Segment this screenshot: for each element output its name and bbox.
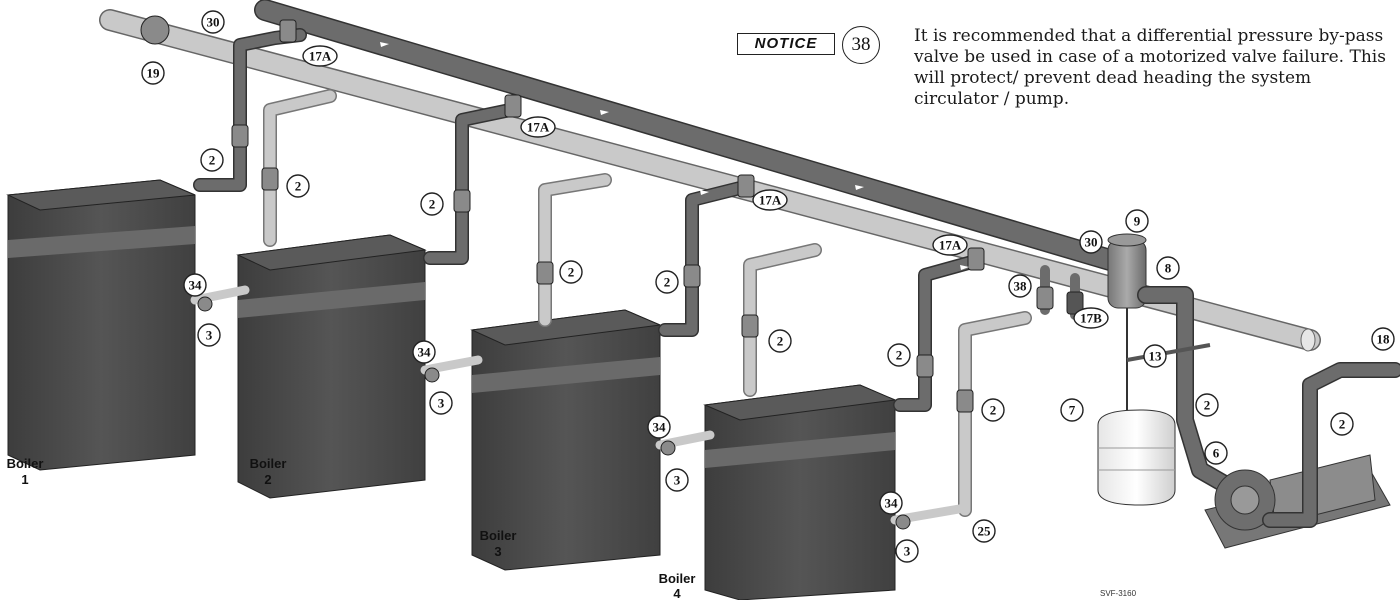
callout: 34 bbox=[879, 491, 903, 515]
svg-text:34: 34 bbox=[418, 345, 432, 360]
callout: 2 bbox=[768, 329, 792, 353]
svg-text:2: 2 bbox=[1204, 398, 1211, 413]
svg-text:17A: 17A bbox=[759, 193, 782, 208]
svg-text:13: 13 bbox=[1149, 349, 1163, 364]
valve-icon bbox=[140, 15, 985, 530]
callout: 19 bbox=[141, 61, 165, 85]
svg-text:2: 2 bbox=[295, 179, 302, 194]
svg-text:17A: 17A bbox=[309, 49, 332, 64]
callout: 7 bbox=[1060, 398, 1084, 422]
callout: 2 bbox=[887, 343, 911, 367]
callout: 30 bbox=[201, 10, 225, 34]
system-supply bbox=[1137, 286, 1244, 499]
notice-number: 38 bbox=[842, 26, 880, 64]
notice-label: NOTICE bbox=[737, 33, 835, 55]
svg-text:30: 30 bbox=[1085, 235, 1098, 250]
svg-text:2: 2 bbox=[896, 348, 903, 363]
svg-text:8: 8 bbox=[1165, 261, 1172, 276]
callout: 17A bbox=[932, 234, 968, 256]
flow-arrow-icon bbox=[380, 42, 969, 270]
svg-text:30: 30 bbox=[207, 15, 220, 30]
callout: 25 bbox=[972, 519, 996, 543]
callout: 2 bbox=[981, 398, 1005, 422]
callout-group: 19 30 17A 17A 17A 17A 2 2 2 2 2 2 2 2 2 … bbox=[141, 10, 1395, 563]
boiler-1-number: 1 bbox=[21, 472, 28, 487]
svg-text:18: 18 bbox=[1377, 332, 1391, 347]
pump-icon bbox=[1204, 454, 1391, 549]
svg-text:2: 2 bbox=[990, 403, 997, 418]
supply-header bbox=[254, 0, 1121, 271]
callout: 8 bbox=[1156, 256, 1180, 280]
svg-text:3: 3 bbox=[438, 396, 445, 411]
svg-text:3: 3 bbox=[904, 544, 911, 559]
boiler-2-label: Boiler bbox=[250, 456, 287, 471]
callout: 2 bbox=[559, 260, 583, 284]
svg-text:7: 7 bbox=[1069, 403, 1076, 418]
drawing-number: SVF-3160 bbox=[1100, 589, 1137, 598]
callout: 34 bbox=[183, 273, 207, 297]
svg-text:3: 3 bbox=[674, 473, 681, 488]
svg-text:6: 6 bbox=[1213, 446, 1220, 461]
boiler-3 bbox=[470, 309, 662, 571]
svg-text:34: 34 bbox=[653, 420, 667, 435]
callout: 9 bbox=[1125, 209, 1149, 233]
boiler-4-label: Boiler bbox=[659, 571, 696, 586]
svg-text:17A: 17A bbox=[939, 238, 962, 253]
callout: 3 bbox=[197, 323, 221, 347]
callout: 30 bbox=[1079, 230, 1103, 254]
callout: 34 bbox=[412, 340, 436, 364]
air-separator-icon bbox=[1107, 233, 1147, 309]
boiler-4-number: 4 bbox=[673, 586, 681, 600]
callout: 13 bbox=[1143, 344, 1167, 368]
bypass-piping bbox=[1036, 265, 1084, 320]
callout: 6 bbox=[1204, 441, 1228, 465]
svg-text:34: 34 bbox=[885, 496, 899, 511]
svg-text:2: 2 bbox=[664, 275, 671, 290]
callout: 3 bbox=[429, 391, 453, 415]
boiler-1 bbox=[6, 179, 196, 471]
svg-text:17A: 17A bbox=[527, 120, 550, 135]
callout: 38 bbox=[1008, 274, 1032, 298]
callout: 17A bbox=[520, 116, 556, 138]
callout: 2 bbox=[200, 148, 224, 172]
svg-text:2: 2 bbox=[209, 153, 216, 168]
boiler-4 bbox=[703, 384, 897, 600]
callout: 3 bbox=[895, 539, 919, 563]
system-discharge bbox=[1262, 362, 1400, 528]
boiler-labels: Boiler 1 Boiler 2 Boiler 3 Boiler 4 bbox=[7, 456, 696, 600]
boiler-3-number: 3 bbox=[494, 544, 501, 559]
svg-text:2: 2 bbox=[568, 265, 575, 280]
callout: 2 bbox=[655, 270, 679, 294]
svg-text:17B: 17B bbox=[1080, 311, 1102, 326]
callout: 2 bbox=[1195, 393, 1219, 417]
svg-text:38: 38 bbox=[1014, 279, 1028, 294]
callout: 17A bbox=[752, 189, 788, 211]
svg-text:2: 2 bbox=[429, 197, 436, 212]
expansion-tank-icon bbox=[1097, 308, 1211, 506]
boiler-1-label: Boiler bbox=[7, 456, 44, 471]
svg-text:2: 2 bbox=[1339, 417, 1346, 432]
svg-text:2: 2 bbox=[209, 161, 216, 176]
callout: 17A bbox=[302, 45, 338, 67]
callout: 18 bbox=[1371, 327, 1395, 351]
boiler-3-label: Boiler bbox=[480, 528, 517, 543]
svg-text:3: 3 bbox=[206, 328, 213, 343]
callout: 17B bbox=[1073, 307, 1109, 329]
boiler-2-number: 2 bbox=[264, 472, 271, 487]
boiler-2 bbox=[236, 234, 427, 499]
callout: 3 bbox=[665, 468, 689, 492]
callout: 2 bbox=[420, 192, 444, 216]
svg-text:2: 2 bbox=[777, 334, 784, 349]
svg-text:34: 34 bbox=[189, 278, 203, 293]
svg-text:25: 25 bbox=[978, 524, 992, 539]
callout: 2 bbox=[1330, 412, 1354, 436]
svg-text:9: 9 bbox=[1134, 214, 1141, 229]
callout: 2 bbox=[286, 174, 310, 198]
callout: 34 bbox=[647, 415, 671, 439]
svg-text:19: 19 bbox=[147, 66, 161, 81]
notice-text: It is recommended that a differential pr… bbox=[914, 26, 1386, 109]
